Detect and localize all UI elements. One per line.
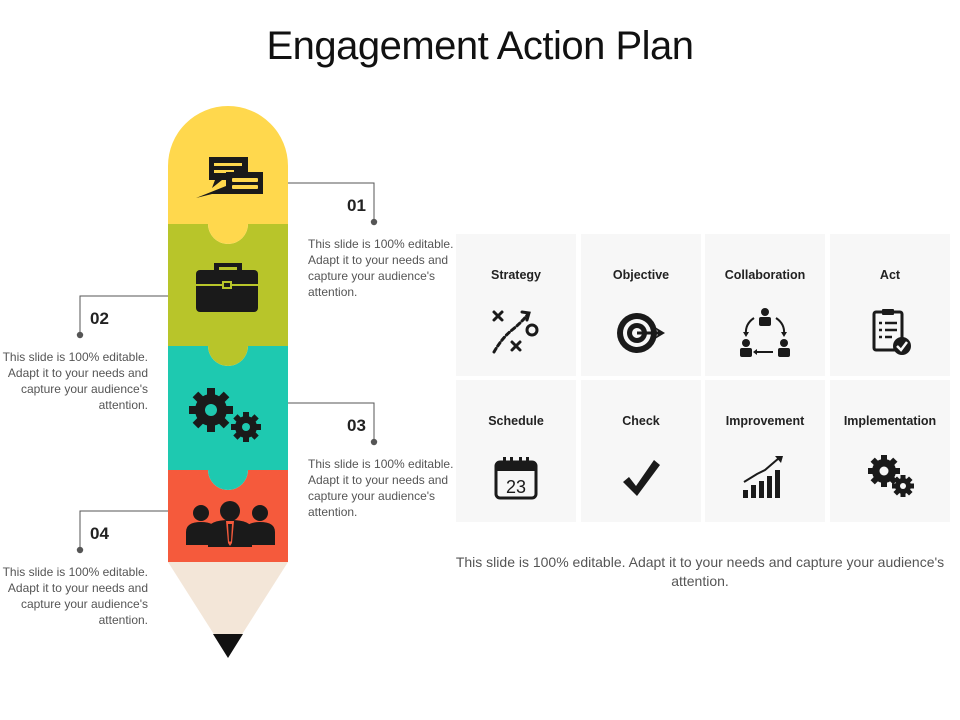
step-number-03: 03 xyxy=(347,416,366,435)
step-number-02: 02 xyxy=(90,309,109,328)
step-description-01: This slide is 100% editable. Adapt it to… xyxy=(308,237,454,299)
briefcase-icon xyxy=(196,263,258,312)
card-label: Collaboration xyxy=(724,268,806,282)
card-label: Strategy xyxy=(490,268,542,282)
step-description-02: This slide is 100% editable. Adapt it to… xyxy=(2,350,148,412)
card-objective: Objective xyxy=(581,234,701,376)
card-label: Implementation xyxy=(843,414,937,428)
growth-chart-icon xyxy=(743,456,783,498)
team-icon xyxy=(186,501,275,547)
card-act: Act xyxy=(830,234,950,376)
card-implementation: Implementation xyxy=(830,380,950,522)
card-strategy: Strategy xyxy=(456,234,576,376)
connector-lines xyxy=(79,182,375,549)
page-title: Engagement Action Plan xyxy=(266,24,694,68)
collaboration-icon xyxy=(740,308,790,357)
step-number-01: 01 xyxy=(347,196,366,215)
card-label: Check xyxy=(622,414,660,428)
connector-dot xyxy=(370,218,378,226)
card-schedule: Schedule 23 xyxy=(456,380,576,522)
step-description-04: This slide is 100% editable. Adapt it to… xyxy=(2,565,148,627)
strategy-icon xyxy=(492,310,539,354)
card-improvement: Improvement xyxy=(705,380,825,522)
connector-dot xyxy=(370,438,378,446)
card-label: Act xyxy=(879,268,901,282)
step-description-03: This slide is 100% editable. Adapt it to… xyxy=(308,457,454,519)
card-check: Check xyxy=(581,380,701,522)
card-collaboration: Collaboration xyxy=(705,234,825,376)
chat-bubbles-icon xyxy=(196,157,263,198)
connector-dot xyxy=(76,331,84,339)
calendar-icon: 23 xyxy=(494,457,538,500)
pencil-tip xyxy=(213,634,243,658)
checklist-icon xyxy=(872,309,911,355)
calendar-day: 23 xyxy=(506,477,526,497)
card-label: Improvement xyxy=(725,414,805,428)
gears-icon xyxy=(189,388,261,442)
gears-icon xyxy=(868,455,914,497)
card-label: Schedule xyxy=(488,414,544,428)
pencil-wood xyxy=(168,562,288,636)
connector-dot xyxy=(76,546,84,554)
step-number-04: 04 xyxy=(90,524,109,543)
checkmark-icon xyxy=(623,460,660,496)
target-icon xyxy=(617,313,665,353)
card-label: Objective xyxy=(612,268,670,282)
segment-03 xyxy=(168,346,288,490)
footer-description: This slide is 100% editable. Adapt it to… xyxy=(455,554,945,589)
